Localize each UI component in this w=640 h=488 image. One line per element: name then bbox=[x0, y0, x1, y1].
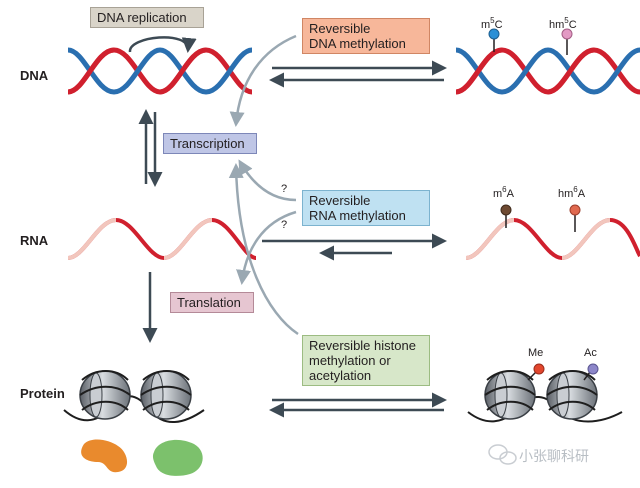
dna-methylation-line-1: Reversible bbox=[309, 21, 371, 36]
m5c-label: m5C bbox=[481, 16, 503, 31]
rna-methylation-line-1: Reversible bbox=[309, 193, 371, 208]
question-mark-upper: ? bbox=[281, 183, 288, 195]
histone-line-3: acetylation bbox=[309, 368, 372, 383]
question-mark-lower: ? bbox=[281, 219, 288, 231]
histone-modification-box: Reversible histone methylation or acetyl… bbox=[302, 335, 430, 386]
row-label-dna: DNA bbox=[20, 68, 49, 83]
rna-methylation-box: Reversible RNA methylation bbox=[302, 190, 430, 226]
m6a-marker bbox=[500, 204, 512, 216]
watermark-text: 小张聊科研 bbox=[519, 448, 589, 464]
dna-methylation-box: Reversible DNA methylation bbox=[302, 18, 430, 54]
dna-helix-left bbox=[67, 47, 253, 95]
ac-label: Ac bbox=[584, 347, 597, 359]
rna-methylation-to-transcription-arrow bbox=[238, 159, 297, 202]
rna-methylation-to-translation-arrow bbox=[236, 210, 297, 285]
row-label-protein: Protein bbox=[20, 386, 65, 401]
hm5c-marker bbox=[561, 28, 573, 40]
row-label-rna: RNA bbox=[20, 233, 49, 248]
rna-strand-left bbox=[67, 217, 257, 261]
translation-box: Translation bbox=[170, 292, 254, 313]
m5c-marker bbox=[488, 28, 500, 40]
hm5c-label: hm5C bbox=[549, 16, 577, 31]
replication-loop-arrow bbox=[128, 36, 197, 53]
me-label: Me bbox=[528, 347, 544, 359]
dna-helix-right bbox=[455, 28, 640, 95]
rna-strand-right bbox=[465, 204, 640, 261]
nucleosomes-right bbox=[467, 363, 623, 423]
dna-methylation-line-2: DNA methylation bbox=[309, 36, 406, 51]
histone-line-1: Reversible histone bbox=[309, 338, 416, 353]
histone-to-transcription-arrow bbox=[228, 163, 299, 336]
dna-methylation-to-transcription-arrow bbox=[229, 34, 297, 127]
m6a-label: m6A bbox=[493, 185, 514, 200]
me-marker bbox=[533, 363, 545, 375]
green-protein bbox=[152, 439, 203, 476]
hm6a-label: hm6A bbox=[558, 185, 586, 200]
nucleosomes-left bbox=[63, 370, 205, 424]
histone-line-2: methylation or bbox=[309, 353, 391, 368]
orange-protein bbox=[81, 439, 128, 473]
dna-replication-box: DNA replication bbox=[90, 7, 204, 28]
hm6a-marker bbox=[569, 204, 581, 216]
rna-methylation-line-2: RNA methylation bbox=[309, 208, 406, 223]
ac-marker bbox=[587, 363, 599, 375]
transcription-box: Transcription bbox=[163, 133, 257, 154]
wechat-watermark-icon bbox=[488, 444, 517, 465]
